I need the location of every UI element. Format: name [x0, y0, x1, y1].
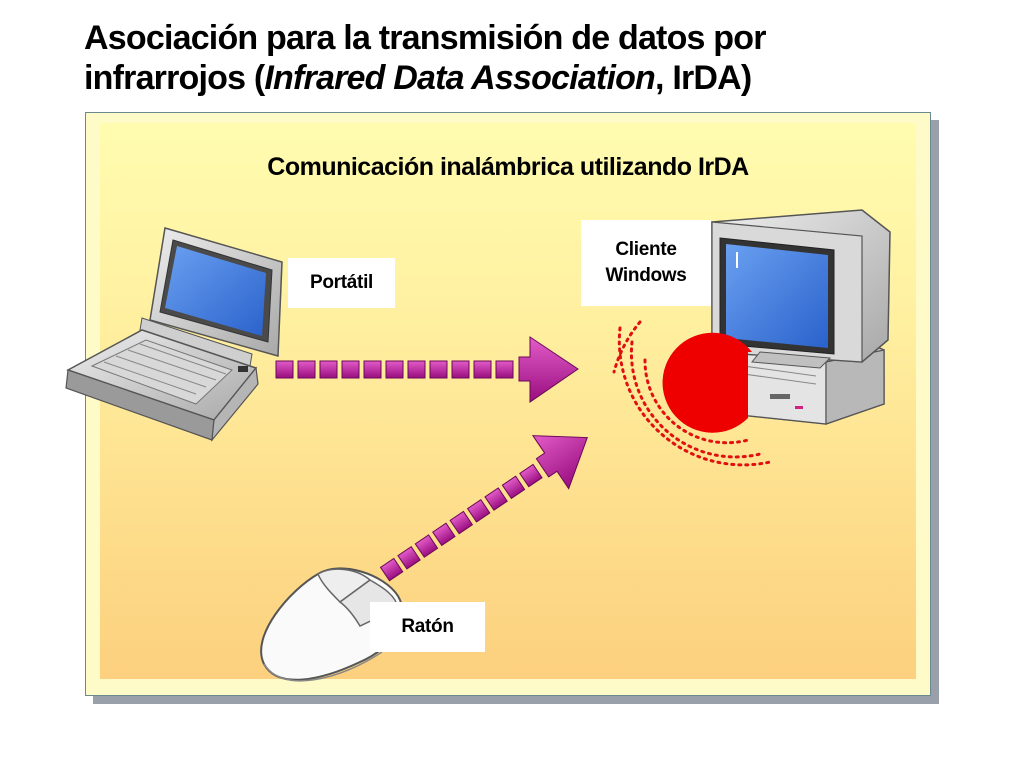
client-label-line-2: Windows [605, 265, 687, 286]
title-line-2-italic: Infrared Data Association [264, 59, 656, 97]
mouse-label: Ratón [370, 602, 485, 652]
laptop-label: Portátil [288, 258, 395, 308]
laptop-icon [65, 227, 283, 442]
title-line-2-prefix: infrarrojos ( [84, 59, 265, 97]
title-line-1: Asociación para la transmisión de datos … [84, 19, 766, 57]
diagram-heading: Comunicación inalámbrica utilizando IrDA [267, 153, 749, 181]
arrow-mouse-to-client [379, 435, 588, 582]
client-label: Cliente Windows [581, 220, 711, 306]
title-line-2: infrarrojos (Infrared Data Association, … [84, 58, 984, 98]
arrow-laptop-to-client [275, 336, 579, 403]
client-label-line-1: Cliente [615, 239, 677, 260]
infrared-signal-icon [612, 320, 772, 467]
title-line-2-suffix: , IrDA) [655, 59, 752, 97]
laptop-label-text: Portátil [309, 272, 374, 293]
slide-title: Asociación para la transmisión de datos … [84, 18, 984, 98]
mouse-label-text: Ratón [401, 616, 454, 637]
